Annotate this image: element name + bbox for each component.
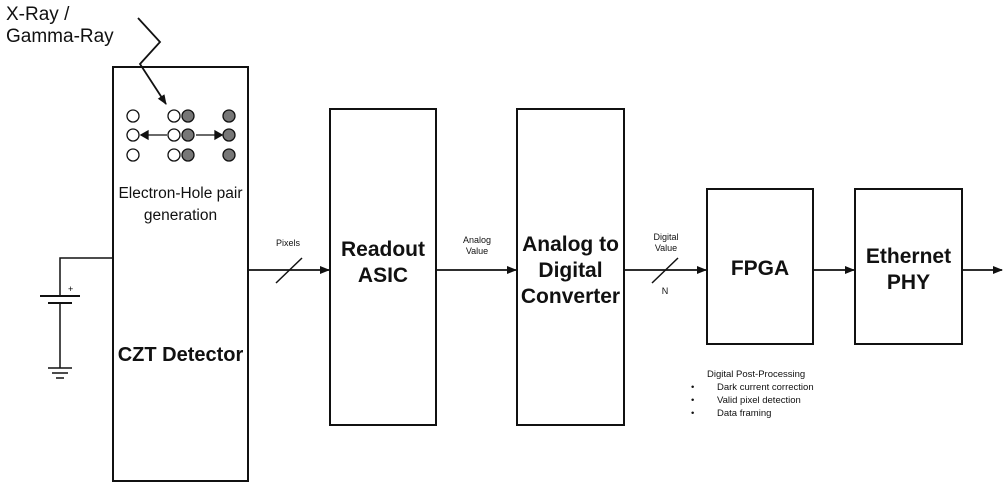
ethernet-phy-block: [854, 188, 963, 345]
readout-asic-block: [329, 108, 437, 426]
post-processing-title: Digital Post-Processing: [707, 369, 806, 380]
adc-title: Analog to Digital Converter: [520, 233, 621, 308]
czt-detector-title: CZT Detector: [117, 344, 244, 366]
electron-hole-label: Electron-Hole pair generation: [118, 185, 243, 224]
radiation-arrow: [137, 17, 167, 105]
digital-value-label: Digital Value: [653, 232, 679, 253]
czt-detector-block: [112, 66, 249, 482]
bus-width-label: N: [661, 286, 669, 296]
ethernet-phy-title: Ethernet PHY: [865, 245, 952, 294]
fpga-title: FPGA: [730, 257, 790, 280]
fpga-block: [706, 188, 814, 345]
readout-asic-title: Readout ASIC: [341, 238, 425, 287]
post-processing-notes: Digital Post-Processing Dark current cor…: [685, 368, 814, 420]
list-item: Data framing: [691, 407, 814, 420]
adc-block: [516, 108, 625, 426]
radiation-label: X-Ray / Gamma-Ray: [6, 4, 114, 47]
bias-wire-top: [59, 257, 112, 296]
post-processing-list: Dark current correction Valid pixel dete…: [685, 381, 814, 420]
list-item: Valid pixel detection: [691, 394, 814, 407]
bus-slash-pixels: [275, 257, 303, 284]
analog-value-label: Analog Value: [462, 235, 492, 256]
pixels-label: Pixels: [275, 238, 300, 248]
battery-plus-sign: +: [68, 284, 73, 294]
bus-slash-digital: [651, 257, 679, 284]
list-item: Dark current correction: [691, 381, 814, 394]
electron-hole-illustration: [126, 109, 236, 162]
